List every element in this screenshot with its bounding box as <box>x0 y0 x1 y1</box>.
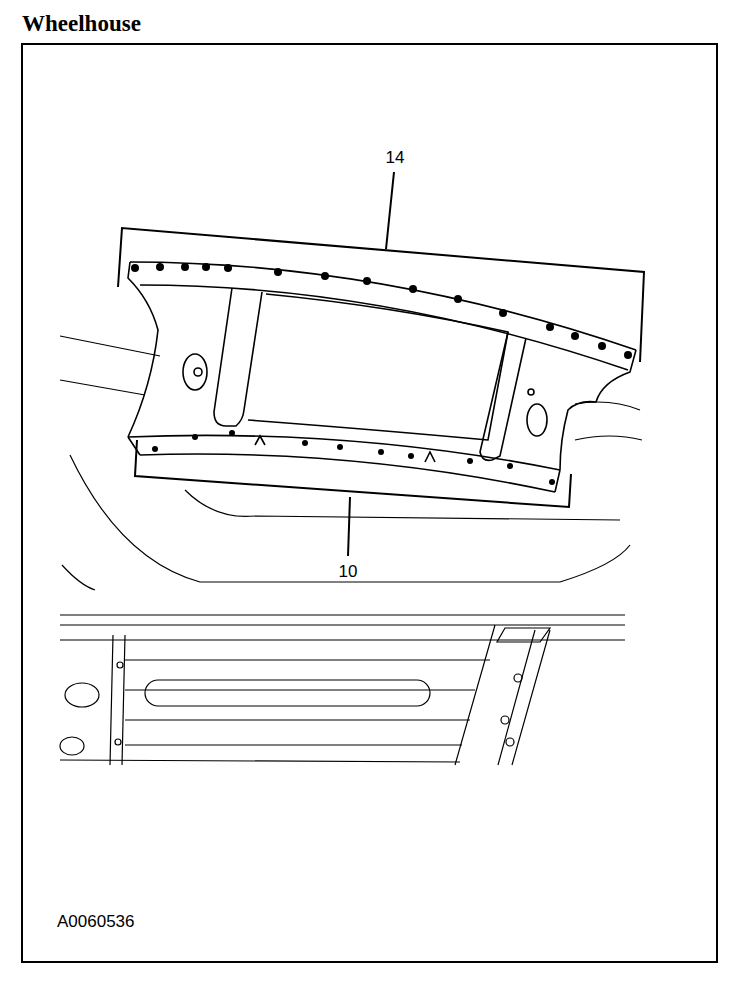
background-body-lines <box>60 336 642 590</box>
spot-welds <box>571 332 579 340</box>
floor-frame <box>60 615 625 765</box>
wheelhouse-panel <box>255 436 435 462</box>
spot-welds <box>131 264 139 272</box>
spot-welds <box>202 263 210 271</box>
bracket-lines <box>348 497 350 556</box>
floor-frame <box>60 737 84 755</box>
frame-border <box>22 44 717 962</box>
callout-number: 14 <box>384 148 407 167</box>
figure-code: A0060536 <box>57 913 135 930</box>
spot-welds <box>131 263 632 485</box>
floor-frame <box>455 625 550 765</box>
spot-welds <box>321 272 329 280</box>
background-body-lines <box>70 455 630 582</box>
floor-frame <box>115 739 121 745</box>
spot-welds <box>337 444 343 450</box>
wheelhouse-panel <box>140 285 628 370</box>
floor-frame <box>117 662 123 668</box>
wheelhouse-panel <box>128 262 158 437</box>
background-body-lines <box>62 565 95 590</box>
background-body-lines <box>60 380 145 395</box>
floor-frame <box>110 635 125 765</box>
spot-welds <box>152 446 158 452</box>
callout-number: 10 <box>337 562 360 581</box>
spot-welds <box>229 430 235 436</box>
wheelhouse-panel <box>480 332 526 460</box>
wheelhouse-panel <box>528 389 534 395</box>
spot-welds <box>454 295 462 303</box>
spot-welds <box>408 453 414 459</box>
spot-welds <box>274 268 282 276</box>
spot-welds <box>598 342 606 350</box>
floor-frame <box>497 628 550 642</box>
spot-welds <box>624 351 632 359</box>
background-body-lines <box>575 436 642 440</box>
spot-welds <box>156 263 164 271</box>
spot-welds <box>499 309 507 317</box>
wheelhouse-panel <box>128 435 560 470</box>
bracket-lines <box>118 228 644 362</box>
spot-welds <box>507 463 513 469</box>
bracket-lines <box>135 440 571 507</box>
wheelhouse-panel <box>128 262 636 492</box>
spot-welds <box>363 277 371 285</box>
wheelhouse-panel <box>194 368 202 376</box>
bracket-lines <box>118 172 644 556</box>
page-title: Wheelhouse <box>22 12 141 35</box>
spot-welds <box>467 458 473 464</box>
spot-welds <box>549 479 555 485</box>
floor-frame <box>514 674 522 682</box>
floor-frame <box>65 683 99 707</box>
wheelhouse-panel <box>248 294 508 440</box>
spot-welds <box>546 323 554 331</box>
spot-welds <box>378 449 384 455</box>
background-body-lines <box>575 402 640 410</box>
bracket-lines <box>386 172 394 249</box>
frame-border <box>22 44 717 962</box>
spot-welds <box>181 263 189 271</box>
wheelhouse-panel <box>214 288 262 426</box>
spot-welds <box>409 285 417 293</box>
wheelhouse-panel <box>183 354 207 390</box>
background-body-lines <box>60 336 160 356</box>
floor-frame <box>145 680 430 706</box>
spot-welds <box>302 440 308 446</box>
wheelhouse-panel <box>128 437 560 492</box>
spot-welds <box>192 434 198 440</box>
wheelhouse-panel <box>527 404 547 436</box>
spot-welds <box>224 264 232 272</box>
floor-frame <box>506 738 514 746</box>
floor-frame <box>501 716 509 724</box>
wheelhouse-panel <box>560 350 636 470</box>
